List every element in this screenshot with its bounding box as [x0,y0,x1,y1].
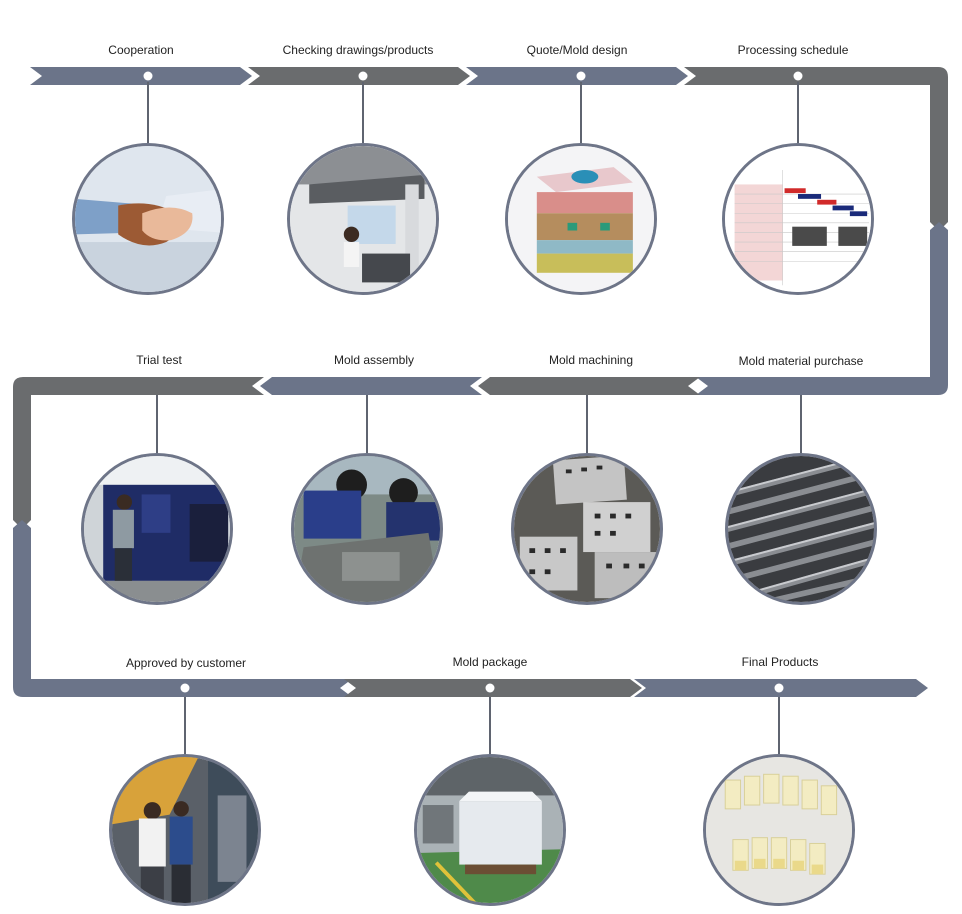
step-dot [180,683,190,693]
step-dot [485,683,495,693]
schedule-chart-photo [722,143,874,295]
step-connector [800,395,802,453]
step-connector [366,395,368,453]
step-label-quote: Quote/Mold design [526,43,628,57]
step-connector [586,395,588,453]
step-label-schedule: Processing schedule [737,43,849,57]
step-label-package: Mold package [452,655,528,669]
step-dot [358,71,368,81]
step-label-approved: Approved by customer [125,656,247,670]
step-connector [797,82,799,143]
step-dot [576,71,586,81]
step-dot [774,683,784,693]
step-connector [580,82,582,143]
step-dot [793,71,803,81]
step-label-final: Final Products [741,655,819,669]
handshake-photo [72,143,224,295]
step-label-assembly: Mold assembly [333,353,415,367]
steel-bars-photo [725,453,877,605]
step-label-material: Mold material purchase [738,354,864,368]
track-arrow-6 [478,377,700,395]
step-connector [147,82,149,143]
track-turn-right-top [684,67,948,231]
mold-design-photo [505,143,657,295]
machined-plates-photo [511,453,663,605]
step-label-machining: Mold machining [548,353,634,367]
inspection-photo [287,143,439,295]
step-dot [143,71,153,81]
track-turn-right-bottom [696,222,948,395]
step-connector [156,395,158,453]
step-label-checking: Checking drawings/products [282,43,434,57]
track-arrow-1 [30,67,252,85]
injection-machine-photo [81,453,233,605]
step-connector [184,697,186,754]
step-label-trial: Trial test [136,353,182,367]
track-turn-left-top [13,377,264,529]
step-connector [778,697,780,754]
plastic-parts-photo [703,754,855,906]
packaged-mold-photo [414,754,566,906]
step-connector [489,697,491,754]
track-turn-left-bottom [13,520,352,697]
step-label-cooperation: Cooperation [108,43,174,57]
step-connector [362,82,364,143]
assembly-workers-photo [291,453,443,605]
track-arrow-7 [260,377,482,395]
customer-visit-photo [109,754,261,906]
